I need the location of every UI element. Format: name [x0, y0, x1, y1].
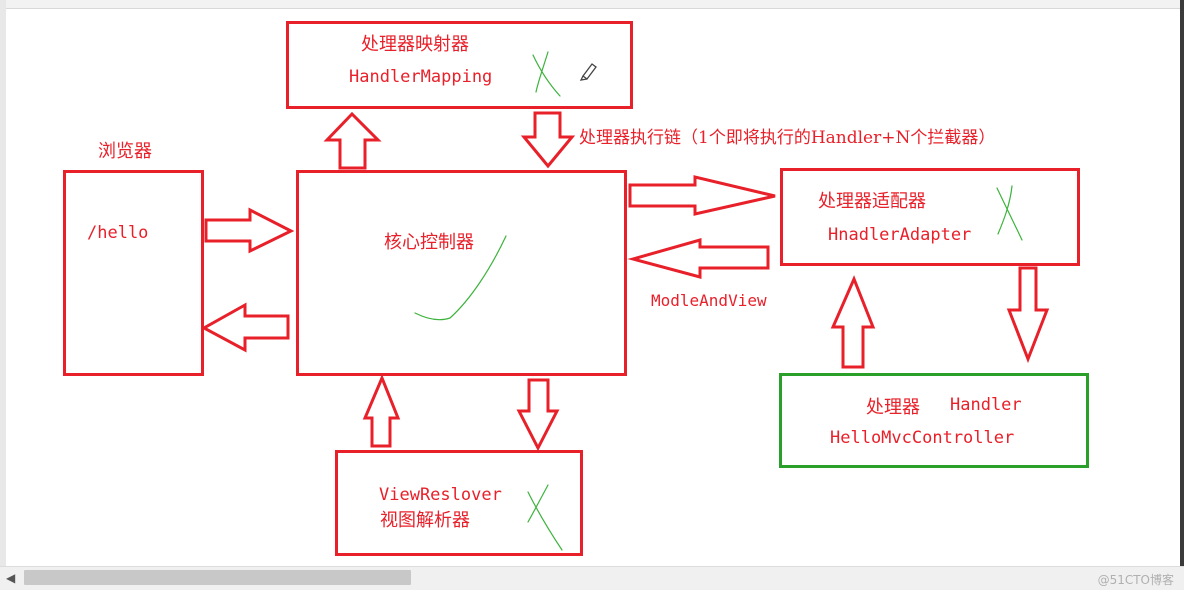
pencil-icon: [579, 63, 597, 81]
arrow-view-to-dispatcher: [362, 374, 401, 448]
arrow-dispatcher-to-browser: [200, 302, 290, 353]
view-resolver-en-label: ViewReslover: [379, 485, 502, 505]
handler-cn-label: 处理器: [866, 397, 920, 418]
watermark: @51CTO博客: [1097, 573, 1174, 587]
handler-box: [779, 373, 1089, 468]
mvc-diagram: 处理器映射器 HandlerMapping 处理器执行链（1个即将执行的Hand…: [63, 21, 1089, 556]
scrollbar-thumb[interactable]: [24, 570, 411, 585]
scribble-x-mapping: [532, 51, 561, 97]
arrow-to-handler-mapping: [323, 111, 382, 170]
handler-mapping-box: [286, 21, 633, 109]
arrow-handler-to-adapter: [830, 275, 876, 369]
dispatcher-box: [296, 170, 627, 376]
execution-chain-label: 处理器执行链（1个即将执行的Handler+N个拦截器）: [579, 128, 996, 148]
model-and-view-label: ModleAndView: [651, 291, 767, 310]
right-edge: [1180, 0, 1184, 570]
horizontal-scrollbar[interactable]: ◀ @51CTO博客: [0, 566, 1184, 590]
controller-label: HelloMvcController: [830, 428, 1015, 448]
handler-mapping-cn-label: 处理器映射器: [361, 34, 469, 55]
scribble-x-adapter: [996, 185, 1023, 241]
browser-title: 浏览器: [98, 141, 152, 162]
handler-mapping-en-label: HandlerMapping: [349, 67, 493, 87]
arrow-to-view-resolver: [516, 378, 560, 452]
browser-box: [63, 170, 204, 376]
scribble-dispatcher: [414, 235, 507, 321]
top-toolbar-strip: [0, 0, 1184, 9]
arrow-model-and-view: [627, 238, 770, 279]
scroll-left-arrow-icon[interactable]: ◀: [6, 571, 16, 585]
arrow-to-handler: [1006, 266, 1050, 364]
left-edge: [0, 0, 6, 570]
arrow-browser-to-dispatcher: [204, 207, 295, 254]
arrow-execution-chain: [520, 111, 576, 169]
browser-url: /hello: [87, 223, 149, 243]
view-resolver-box: [335, 450, 583, 556]
scribble-x-view: [527, 484, 563, 551]
handler-en-label: Handler: [950, 395, 1022, 415]
dispatcher-label: 核心控制器: [384, 232, 474, 253]
adapter-en-label: HnadlerAdapter: [828, 225, 972, 245]
adapter-cn-label: 处理器适配器: [818, 191, 926, 212]
arrow-to-adapter: [628, 175, 776, 216]
view-resolver-cn-label: 视图解析器: [380, 510, 470, 531]
handler-adapter-box: [780, 168, 1080, 266]
arrows-layer: [200, 51, 1050, 551]
